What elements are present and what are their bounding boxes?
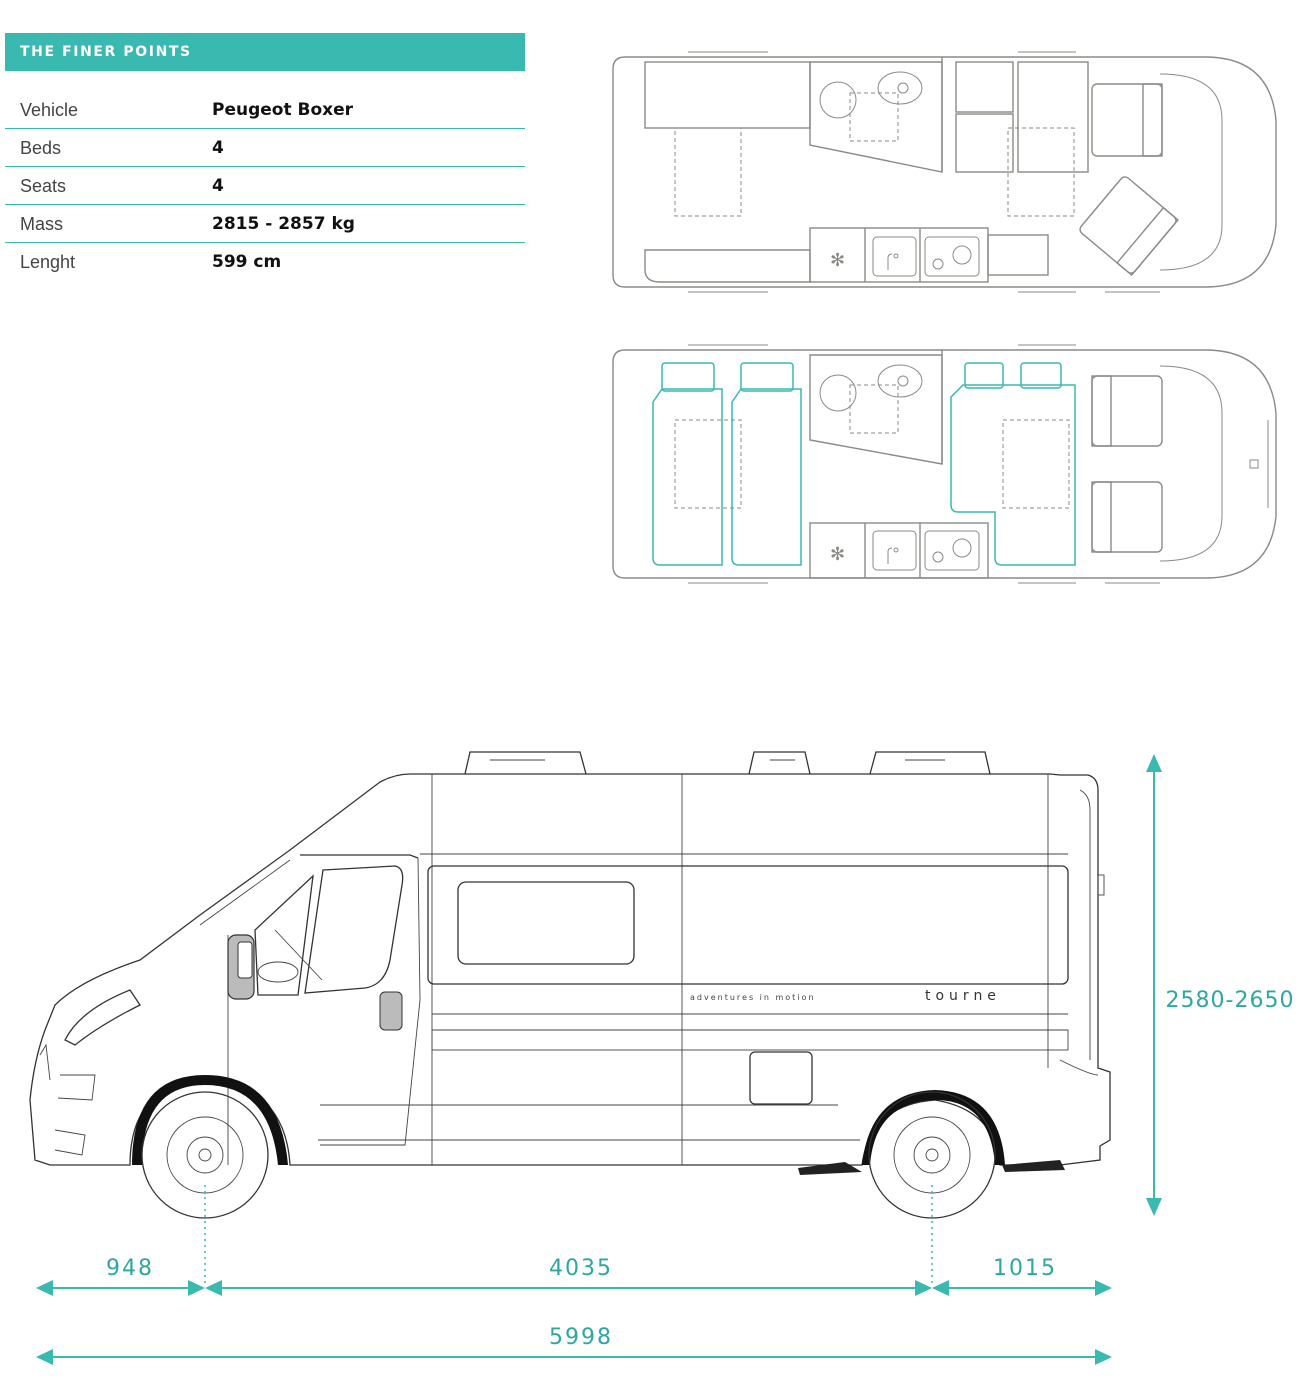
height-label: 2580-2650 <box>1166 988 1295 1013</box>
spec-row: Vehicle Peugeot Boxer <box>5 91 525 129</box>
floorplan-day-layout: ✻ <box>612 51 1277 293</box>
spec-value: Peugeot Boxer <box>212 100 354 120</box>
brand-text: tourne <box>925 988 1001 1004</box>
tagline-text: adventures in motion <box>690 993 816 1002</box>
spec-value: 599 cm <box>212 252 282 272</box>
spec-row: Beds 4 <box>5 129 525 167</box>
spec-row: Mass 2815 - 2857 kg <box>5 205 525 243</box>
specs-title: THE FINER POINTS <box>20 44 192 60</box>
spec-label: Seats <box>20 176 67 196</box>
spec-value: 4 <box>212 138 224 158</box>
van-side-view <box>29 751 1111 1219</box>
specs-header: THE FINER POINTS <box>5 33 525 71</box>
spec-label: Beds <box>20 138 62 158</box>
spec-value: 4 <box>212 176 224 196</box>
spec-label: Mass <box>20 214 64 234</box>
spec-label: Vehicle <box>20 100 79 120</box>
spec-label: Lenght <box>20 252 76 272</box>
wheelbase-label: 4035 <box>549 1256 613 1281</box>
spec-row: Seats 4 <box>5 167 525 205</box>
svg-text:✻: ✻ <box>830 250 845 271</box>
svg-text:✻: ✻ <box>830 544 845 565</box>
rear-overhang-label: 1015 <box>993 1256 1057 1281</box>
specs-table: Vehicle Peugeot Boxer Beds 4 Seats 4 Mas… <box>5 91 525 280</box>
dimension-lines <box>36 754 1162 1365</box>
front-overhang-label: 948 <box>106 1256 154 1281</box>
floorplan-night-layout: ✻ <box>612 344 1277 584</box>
total-length-label: 5998 <box>549 1325 613 1350</box>
spec-row: Lenght 599 cm <box>5 243 525 280</box>
spec-value: 2815 - 2857 kg <box>212 214 355 234</box>
